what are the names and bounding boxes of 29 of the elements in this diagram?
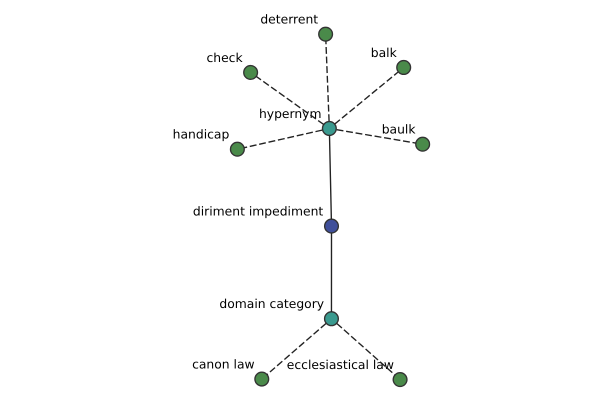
node-circle <box>242 64 258 80</box>
node-label: balk <box>370 46 396 60</box>
node-label: baulk <box>381 122 416 137</box>
connector <box>336 322 395 376</box>
node-circle <box>254 372 269 387</box>
connector <box>324 41 330 122</box>
connector <box>336 129 416 144</box>
connector <box>334 72 398 125</box>
node-label: hypernym <box>258 106 322 121</box>
node-circle <box>323 311 338 326</box>
connector <box>330 233 332 312</box>
node-label: diriment impediment <box>192 204 323 218</box>
node-circle <box>321 120 336 136</box>
node-circle <box>396 60 411 76</box>
node-circle <box>229 142 244 157</box>
connector <box>266 322 326 376</box>
node-label: deterrent <box>260 12 318 26</box>
connector <box>244 129 322 148</box>
node-label: ecclesiastical law <box>286 358 394 372</box>
node-label: canon law <box>192 357 254 372</box>
node-circle <box>414 136 430 152</box>
node-circle <box>392 372 408 388</box>
node-circle <box>318 26 333 42</box>
connector <box>328 135 332 220</box>
node-label: check <box>206 50 242 65</box>
node-label: domain category <box>218 297 324 312</box>
node-label: handicap <box>172 128 229 142</box>
connector <box>255 76 324 126</box>
node-circle <box>323 218 339 234</box>
